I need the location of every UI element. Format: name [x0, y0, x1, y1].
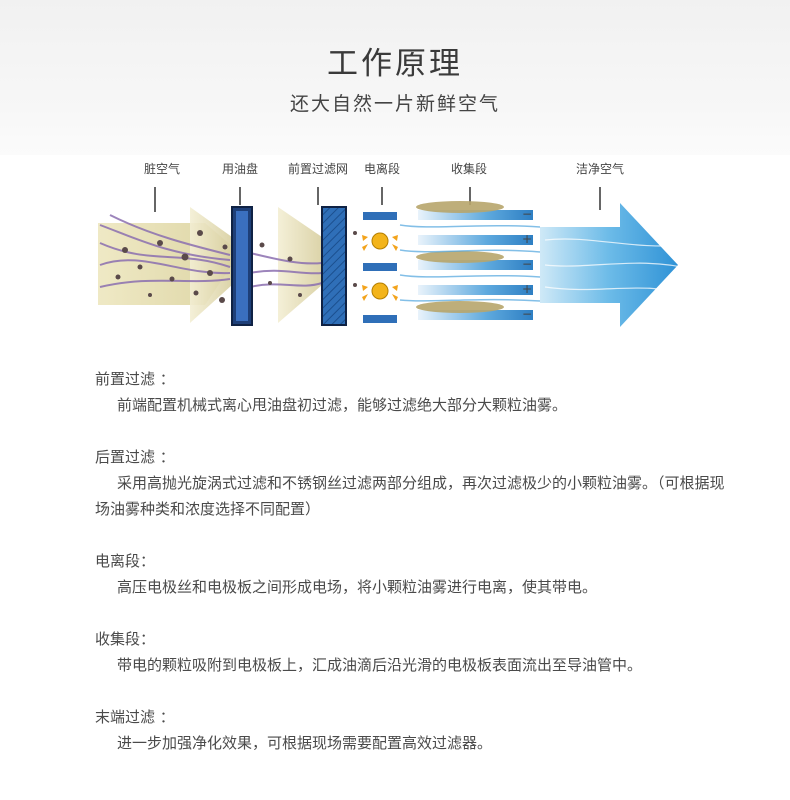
collection-plates: − + − + −	[399, 201, 541, 321]
ionization-section	[362, 212, 398, 323]
section-body: 前端配置机械式离心甩油盘初过滤，能够过滤绝大部分大颗粒油雾。	[117, 396, 568, 414]
label-oil-disc: 用油盘	[222, 161, 258, 176]
header-band: 工作原理 还大自然一片新鲜空气	[0, 0, 790, 155]
section-body: 高压电极丝和电极板之间形成电场，将小颗粒油雾进行电离，使其带电。	[117, 578, 598, 596]
funnel-1	[190, 207, 232, 323]
plate-sign-3: −	[522, 257, 532, 271]
section-body: 带电的颗粒吸附到电极板上，汇成油滴后沿光滑的电极板表面流出至导油管中。	[117, 656, 643, 674]
section-heading: 电离段：	[95, 552, 156, 570]
section-heading: 收集段：	[95, 630, 156, 648]
section-body: 采用高抛光旋涡式过滤和不锈钢丝过滤两部分组成，再次过滤极少的小颗粒油雾。（可根据…	[95, 474, 725, 518]
plate-sign-4: +	[522, 282, 532, 296]
oil-particles	[115, 230, 357, 303]
label-dirty-air: 脏空气	[144, 161, 180, 176]
section-heading: 末端过滤 ：	[95, 708, 175, 726]
clean-airflow-lines	[544, 238, 696, 296]
plate-sign-1: −	[522, 207, 532, 221]
pre-filter-mesh	[321, 206, 347, 326]
section-body: 进一步加强净化效果，可根据现场需要配置高效过滤器。	[117, 734, 493, 752]
label-pre-filter: 前置过滤网	[288, 161, 348, 176]
dirty-airflow-lines	[99, 214, 323, 288]
clean-air-arrow	[540, 203, 678, 327]
label-ionization: 电离段	[364, 161, 400, 176]
working-principle-diagram: 脏空气 用油盘 前置过滤网 电离段 收集段 洁净空气	[0, 155, 790, 340]
label-collection: 收集段	[451, 161, 487, 176]
section-ionization: 电离段： 高压电极丝和电极板之间形成电场，将小颗粒油雾进行电离，使其带电。	[95, 548, 735, 600]
page-subtitle: 还大自然一片新鲜空气	[289, 93, 500, 115]
plate-sign-5: −	[522, 307, 532, 321]
funnel-2	[278, 207, 322, 323]
label-clean-air: 洁净空气	[576, 161, 624, 176]
label-leader-lines	[154, 187, 601, 212]
section-collection: 收集段： 带电的颗粒吸附到电极板上，汇成油滴后沿光滑的电极板表面流出至导油管中。	[95, 626, 735, 678]
description-list: 前置过滤 ： 前端配置机械式离心甩油盘初过滤，能够过滤绝大部分大颗粒油雾。 后置…	[95, 366, 735, 782]
section-heading: 后置过滤 ：	[95, 448, 175, 466]
section-heading: 前置过滤 ：	[95, 370, 175, 388]
section-rear-filter: 后置过滤 ： 采用高抛光旋涡式过滤和不锈钢丝过滤两部分组成，再次过滤极少的小颗粒…	[95, 444, 735, 522]
plate-sign-2: +	[522, 232, 532, 246]
page-title: 工作原理	[327, 46, 463, 82]
section-end-filter: 末端过滤 ： 进一步加强净化效果，可根据现场需要配置高效过滤器。	[95, 704, 735, 756]
section-front-filter: 前置过滤 ： 前端配置机械式离心甩油盘初过滤，能够过滤绝大部分大颗粒油雾。	[95, 366, 735, 418]
